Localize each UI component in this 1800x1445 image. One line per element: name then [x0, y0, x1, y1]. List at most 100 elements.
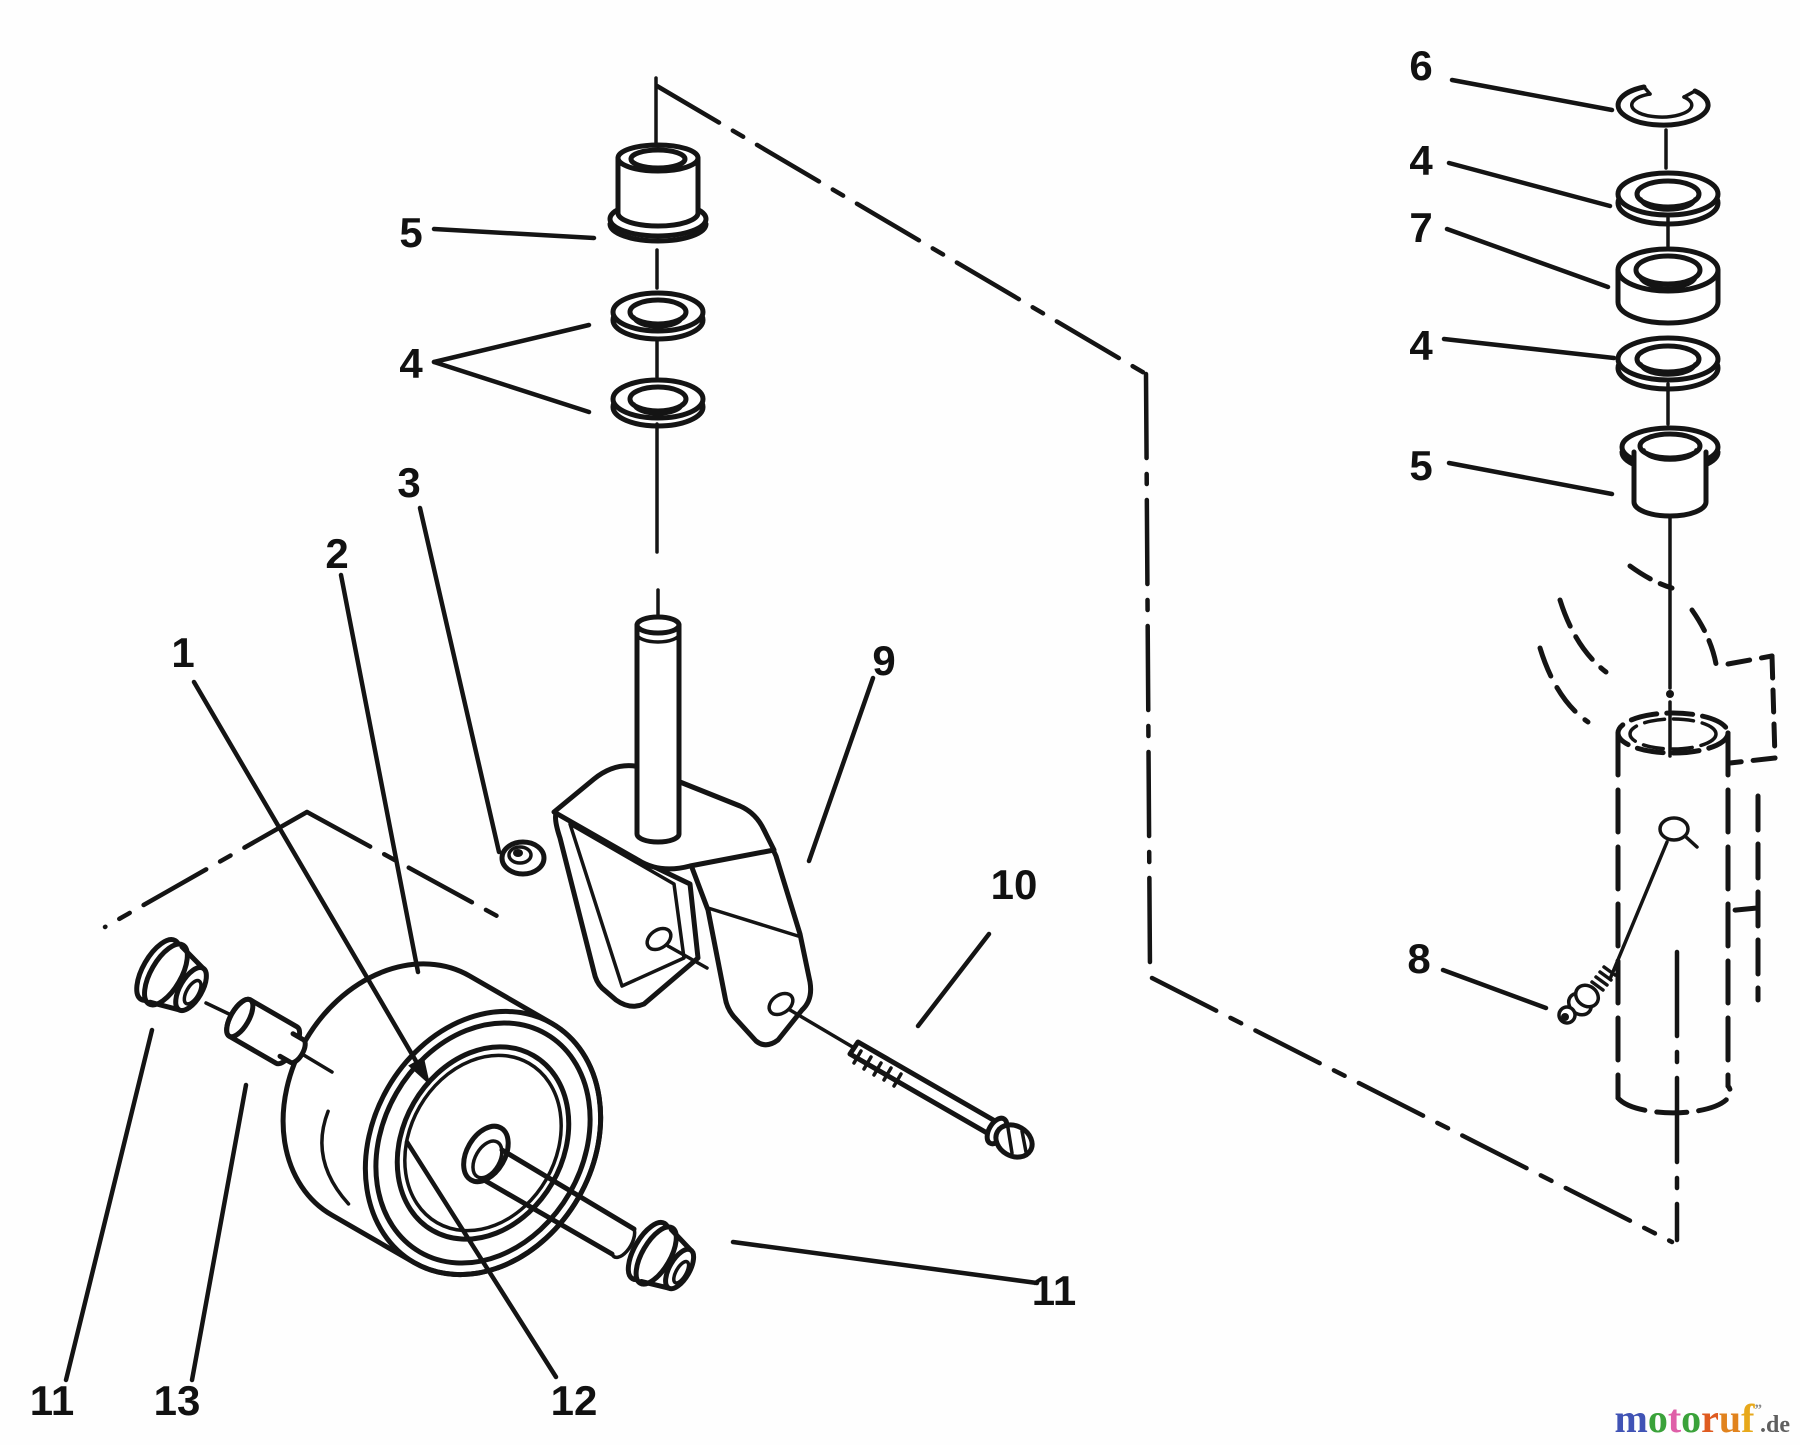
washer-hole [627, 297, 689, 327]
callout-label-11-left: 11 [30, 1377, 74, 1424]
part-frame-tube [1537, 563, 1778, 1116]
snap-ring-inner [1630, 92, 1694, 119]
part-flange-nut [499, 839, 547, 877]
washer-hole-depth [632, 402, 684, 416]
leader-8 [1440, 967, 1549, 1011]
logo-letter-t: t [1667, 1396, 1682, 1441]
leader-5-left [431, 226, 597, 241]
fork-right-leg [688, 804, 814, 1048]
washer-hole [1634, 178, 1702, 210]
part-washer-left-upper [610, 290, 706, 342]
bushing-flange-rim [607, 221, 709, 244]
part-caster-fork [551, 763, 858, 1051]
part-axle-tube [481, 1147, 637, 1260]
fork-leg-bend-line [706, 906, 800, 938]
part-bearing-cap-left [134, 937, 231, 1016]
logo-word: motoruf [1615, 1396, 1755, 1441]
part-grease-fitting [1557, 840, 1669, 1025]
spacer-end [224, 996, 256, 1040]
callout-label-10: 10 [991, 861, 1038, 908]
tube-bottom-arc [1615, 1083, 1733, 1116]
bracket-dash-5 [1723, 905, 1760, 914]
logo-letter-o: o [1647, 1396, 1668, 1441]
leader-12 [404, 1139, 559, 1380]
leader-1 [191, 679, 423, 1071]
logo-letter-m: m [1614, 1396, 1648, 1441]
bracket-dash-2 [1769, 653, 1778, 761]
bolt-shank [847, 1039, 1005, 1140]
bearing-bore-depth [1638, 274, 1698, 290]
fork-blade-window [568, 822, 686, 988]
cap-hub-hole [672, 1259, 691, 1285]
tube-grease-hole [1658, 816, 1690, 842]
leader-2 [338, 572, 421, 975]
logo-letter-u: u [1718, 1396, 1742, 1441]
cap-hub-hole [182, 978, 203, 1006]
logo-trademark: ” [1754, 1402, 1762, 1418]
bearing-bore [1633, 253, 1703, 287]
callout-label-5-right: 5 [1409, 442, 1432, 489]
callout-label-1: 1 [171, 629, 194, 676]
callout-label-12: 12 [551, 1377, 598, 1424]
part-bearing [1615, 246, 1721, 326]
tube-hole-tail [1684, 835, 1699, 849]
callout-label-2: 2 [325, 530, 348, 577]
callout-label-4-right-lower: 4 [1409, 322, 1433, 369]
leader-4-left-0 [431, 322, 592, 365]
phantom-lines [102, 83, 1680, 1245]
fitting-tip-ball [1561, 1013, 1569, 1021]
part-washer-left-lower [610, 377, 706, 429]
callout-label-11-right: 11 [1032, 1267, 1076, 1314]
callout-label-7: 7 [1409, 204, 1432, 251]
bracket-dash-1 [1725, 653, 1775, 667]
callout-label-13: 13 [154, 1377, 201, 1424]
leader-5-right [1446, 460, 1615, 497]
leader-6 [1449, 77, 1615, 113]
part-bushing-upper [607, 142, 709, 244]
fitting-hex-2 [1573, 983, 1601, 1009]
part-bushing-right [1619, 425, 1721, 519]
leader-11-right [730, 1239, 1040, 1286]
washer-hole-depth [632, 315, 684, 329]
leader-9 [806, 675, 876, 864]
fork-hole-axis-rear [788, 1008, 858, 1051]
leader-10 [915, 931, 992, 1029]
part-pivot-shaft [634, 614, 682, 845]
fork-hole-axis-front [666, 944, 709, 970]
nut-flange-rim [502, 862, 544, 876]
phantom-diagonal-lower [1149, 975, 1675, 1245]
logo-letter-o: o [1681, 1396, 1702, 1441]
axle-tube-bottom [481, 1177, 615, 1257]
bushing-hole [1637, 431, 1703, 461]
logo-letter-r: r [1701, 1396, 1719, 1441]
phantom-left-b [304, 809, 511, 925]
bushing-hole-depth [633, 161, 683, 172]
cap-body [638, 1227, 694, 1291]
shaft-top-rim [635, 632, 681, 644]
snap-ring-outer [1615, 84, 1711, 128]
callout-label-5-left: 5 [399, 209, 422, 256]
cap-body [147, 944, 206, 1013]
part-axle-bolt [847, 1039, 1035, 1160]
tube-inner-rim [1628, 717, 1718, 751]
tire-silhouette [280, 961, 604, 1278]
cap-axis-line [204, 1001, 231, 1016]
frame-arc-2 [1627, 563, 1675, 591]
bushing-hole [628, 147, 688, 171]
leader-7 [1444, 226, 1611, 290]
callout-label-6: 6 [1409, 42, 1432, 89]
callout-label-9: 9 [872, 637, 895, 684]
phantom-vertical-mid [1143, 371, 1153, 975]
washer-hole [627, 384, 689, 414]
washer-hole-depth [1639, 362, 1697, 377]
motoruf-logo: motoruf”.de [1615, 1399, 1791, 1439]
phantom-left-a [102, 809, 310, 930]
hub-bore-inner [471, 1139, 504, 1180]
leader-4-right-lower [1441, 336, 1617, 361]
bushing-hole-depth [1642, 448, 1698, 462]
leader-3 [417, 505, 502, 855]
shaft-top [634, 614, 682, 636]
leader-13 [189, 1082, 249, 1383]
